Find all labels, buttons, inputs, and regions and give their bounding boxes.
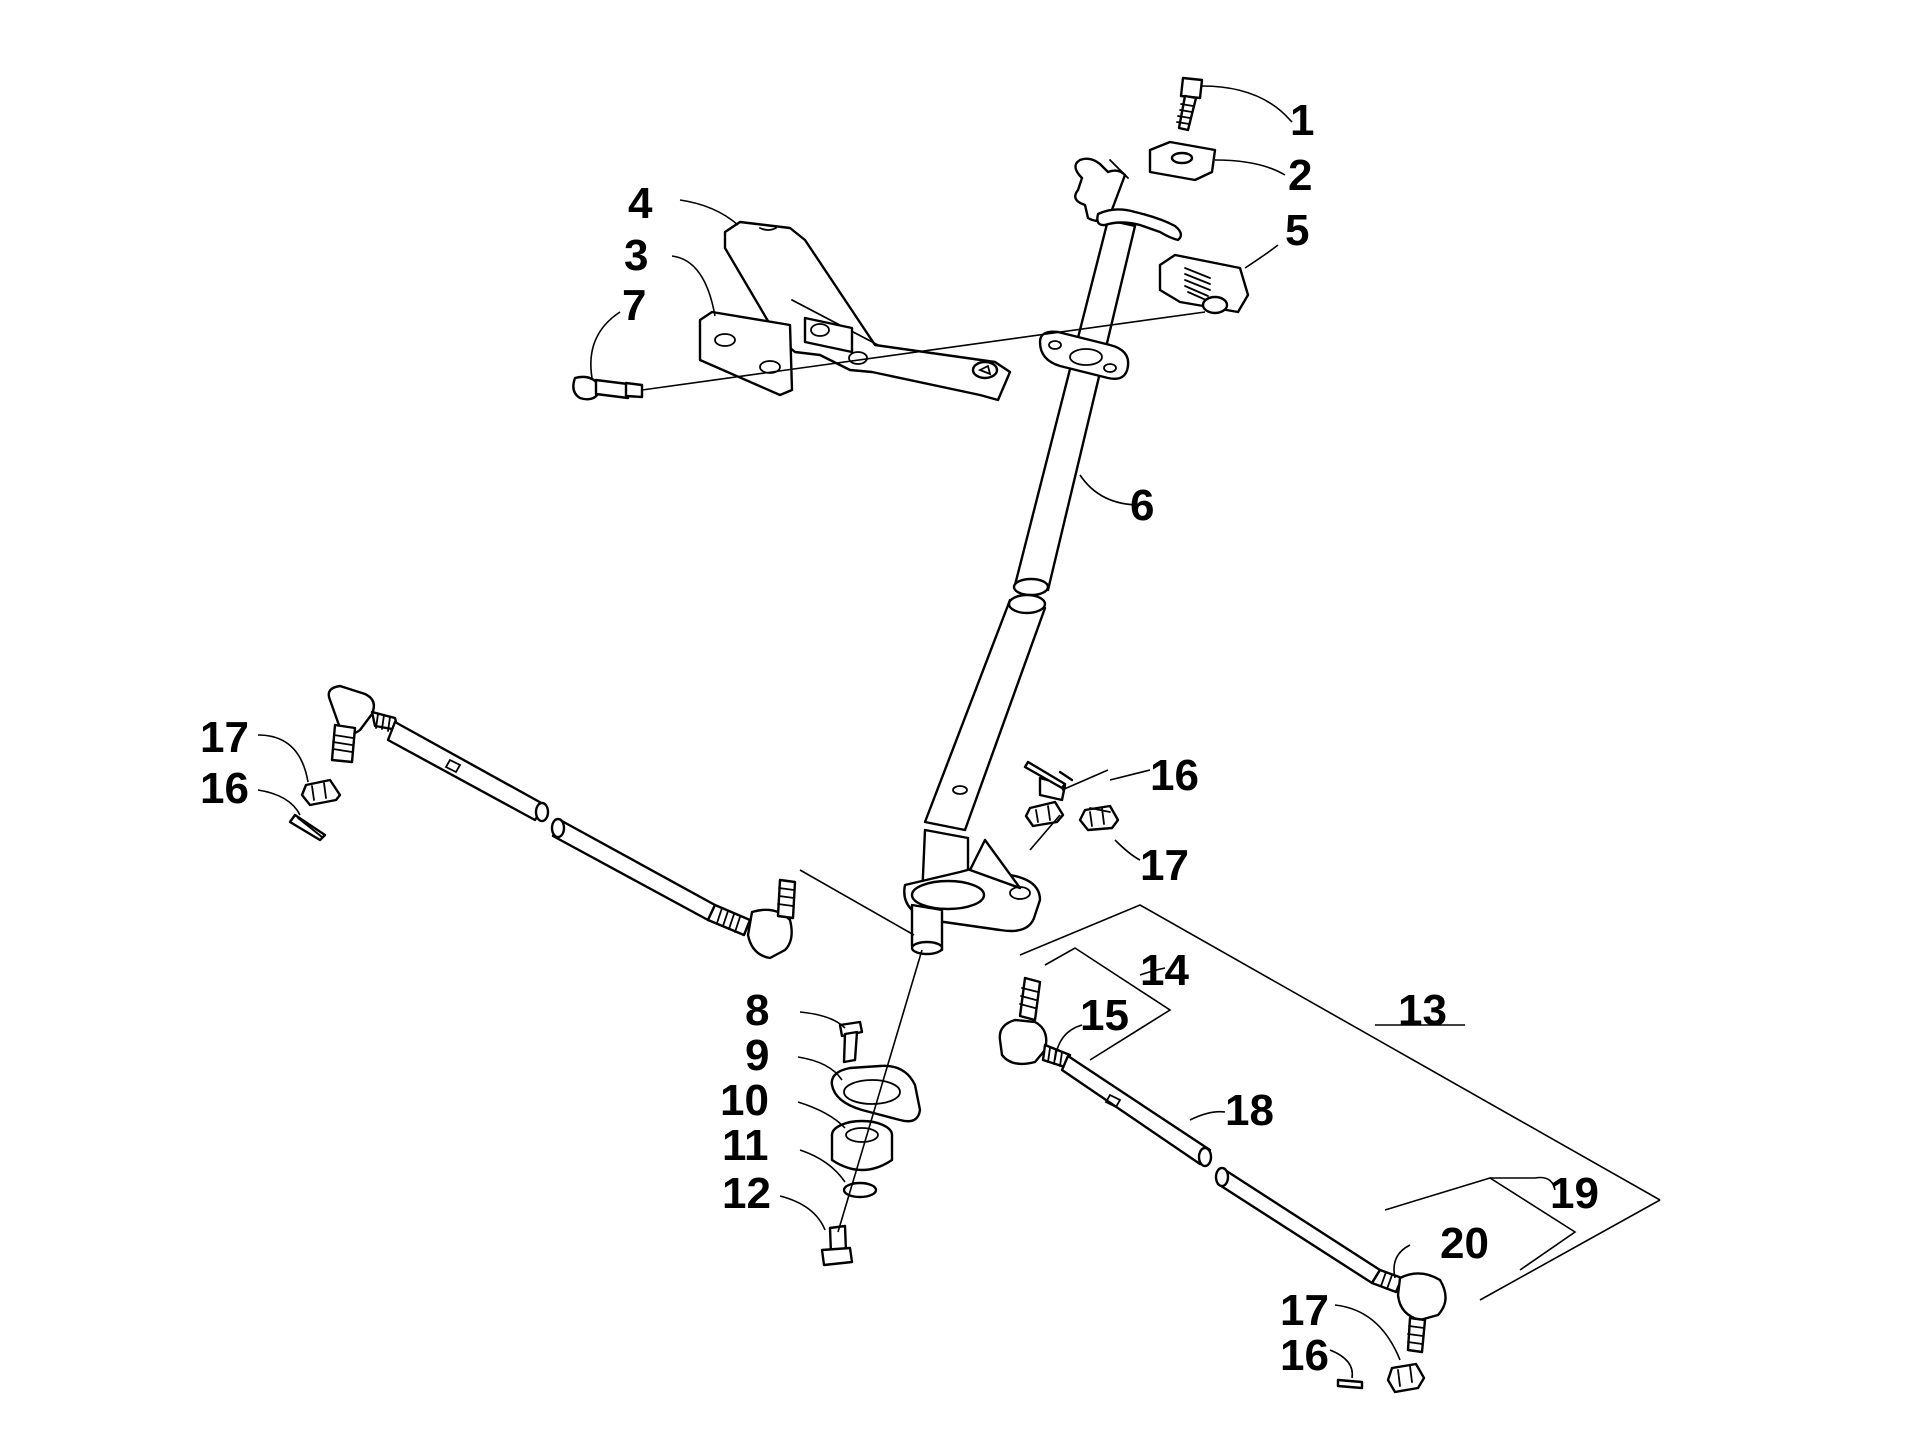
leader-lines — [257, 85, 1661, 1379]
callout-18: 18 — [1225, 1086, 1274, 1135]
callout-11: 11 — [722, 1121, 769, 1170]
callout-20: 20 — [1440, 1219, 1489, 1268]
callout-16-right: 16 — [1280, 1331, 1329, 1380]
callout-12: 12 — [722, 1169, 771, 1218]
callout-9: 9 — [745, 1031, 769, 1080]
callout-10: 10 — [720, 1076, 769, 1125]
right-nut-and-pin — [1336, 1362, 1426, 1394]
part-3-plate — [698, 310, 868, 397]
callout-16-left: 16 — [200, 764, 249, 813]
left-nut-and-pin — [288, 778, 342, 842]
handlebar-mount-bracket — [1074, 157, 1183, 242]
callout-16-center: 16 — [1150, 751, 1199, 800]
callout-4: 4 — [628, 179, 653, 228]
center-nuts-and-pin — [1023, 760, 1120, 832]
callout-15: 15 — [1080, 991, 1129, 1040]
callout-1: 1 — [1290, 96, 1314, 145]
callout-5: 5 — [1285, 206, 1309, 255]
callout-13: 13 — [1398, 986, 1447, 1035]
callout-labels: 1 2 3 4 5 6 7 8 9 10 11 12 13 14 15 16 1… — [200, 96, 1599, 1380]
callout-2: 2 — [1288, 151, 1312, 200]
lower-bearing-group — [820, 949, 923, 1267]
callout-17-center: 17 — [1140, 841, 1189, 890]
callout-17-right: 17 — [1280, 1286, 1329, 1335]
callout-17-left: 17 — [200, 713, 249, 762]
steering-post — [903, 218, 1137, 956]
part-1-bolt — [1176, 76, 1204, 132]
callout-8: 8 — [745, 986, 769, 1035]
left-tie-rod — [327, 684, 915, 960]
callout-7: 7 — [622, 281, 646, 330]
callout-19: 19 — [1550, 1169, 1599, 1218]
part-7-bolt — [572, 311, 1206, 401]
callout-14: 14 — [1140, 946, 1189, 995]
part-5-bearing-block — [1158, 253, 1250, 315]
callout-3: 3 — [624, 231, 648, 280]
callout-6: 6 — [1130, 481, 1154, 530]
right-tie-rod — [998, 976, 1447, 1354]
part-2-clamp — [1148, 140, 1217, 182]
